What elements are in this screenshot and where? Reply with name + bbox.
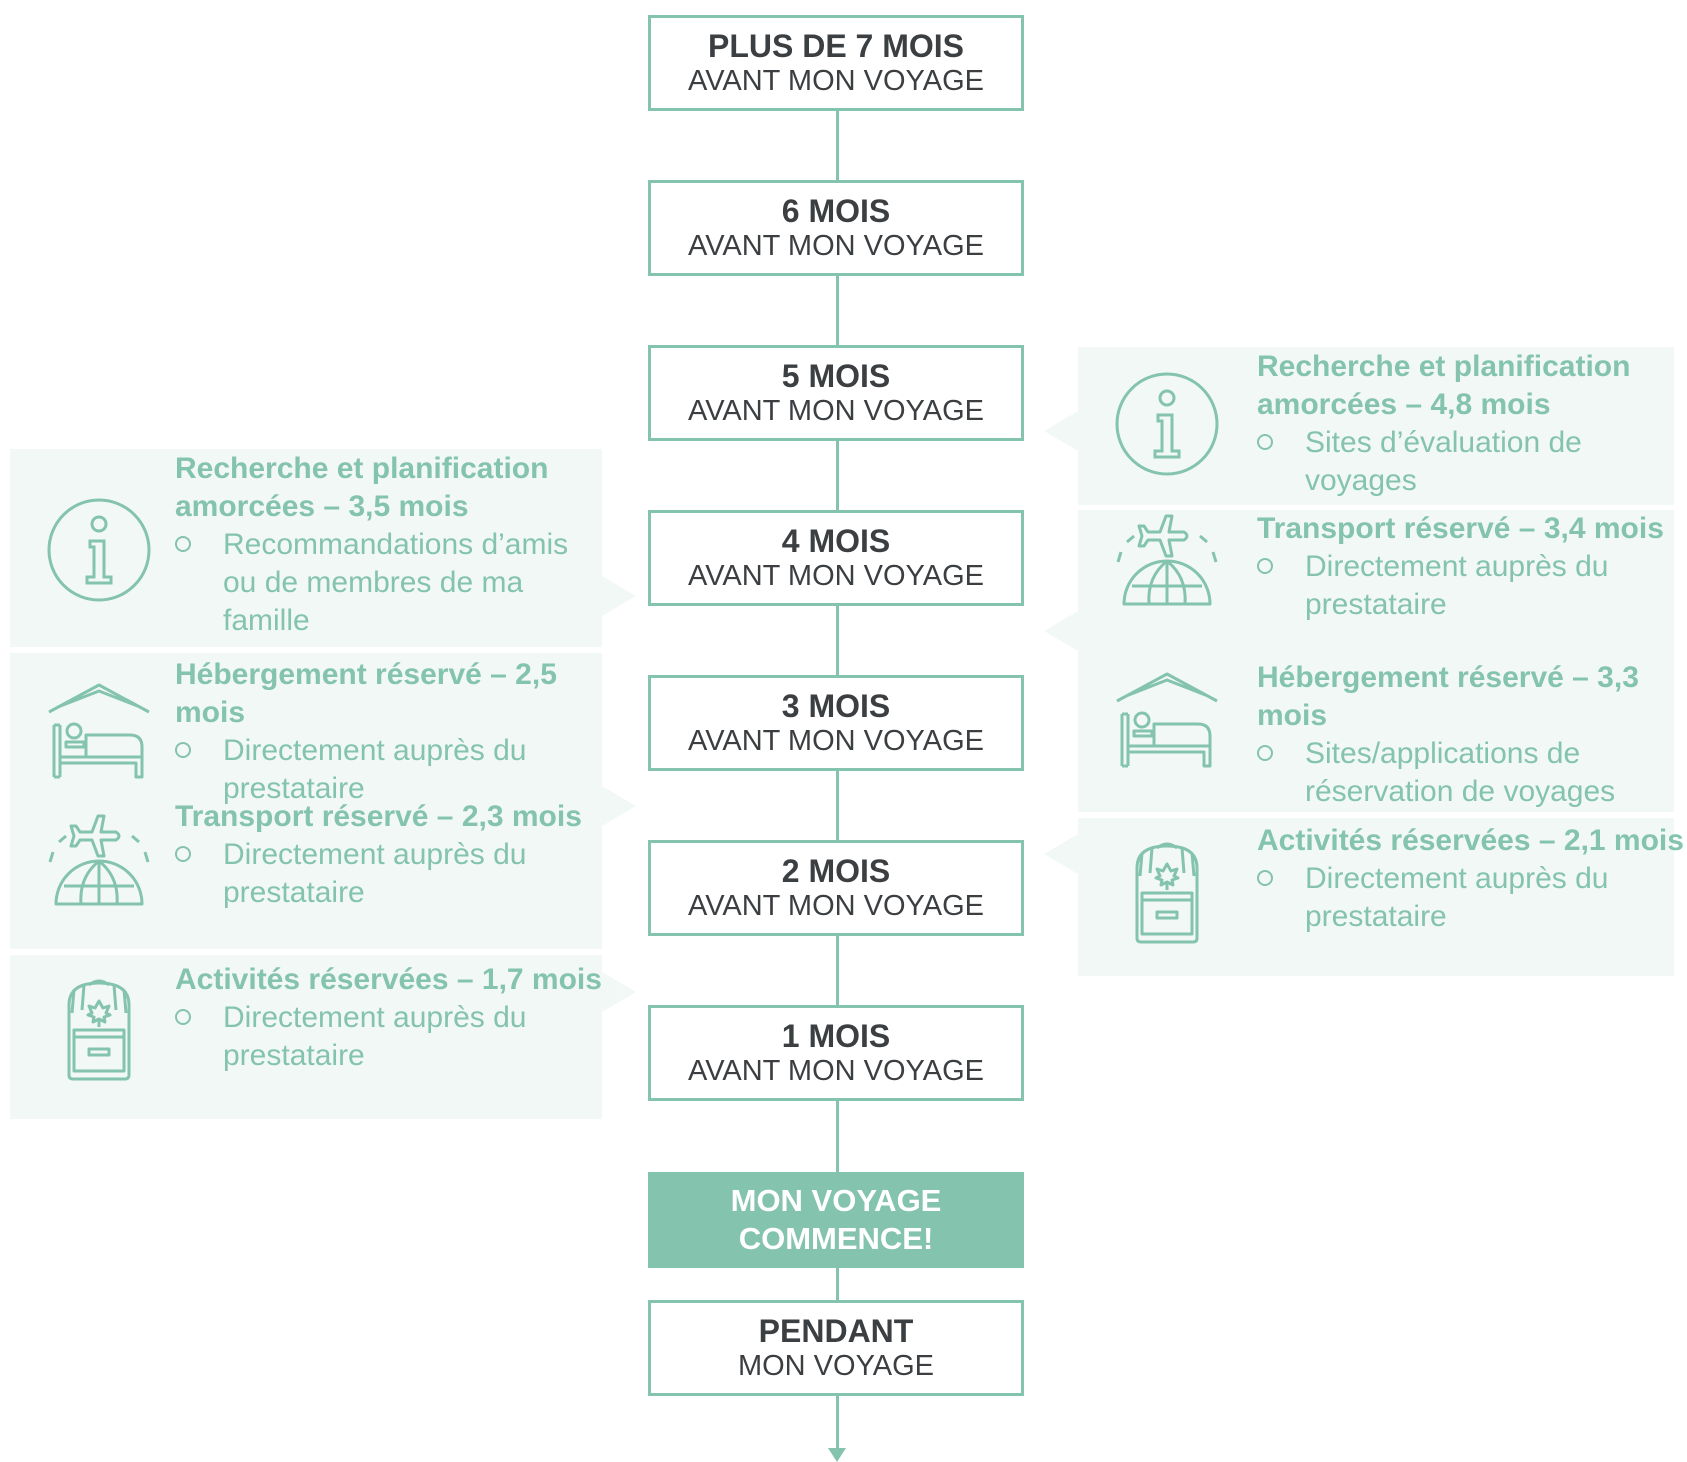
event-title: Transport réservé – 3,4 mois [1257,512,1664,545]
event-detail: Recommandations d’amis ou de membres de … [175,526,605,640]
left-event-transport: Transport réservé – 2,3 mois Directement… [175,798,605,912]
event-detail-text: Recommandations d’amis ou de membres de … [223,528,569,637]
right-panel-research [1078,347,1674,505]
backpack-icon [1112,838,1222,948]
stage-subtitle: AVANT MON VOYAGE [688,394,984,427]
trip-start-line-2: COMMENCE! [738,1221,934,1256]
bullet-icon [1257,870,1273,886]
right-event-transport: Transport réservé – 3,4 mois Directement… [1257,510,1687,624]
right-panel-activities [1078,818,1674,976]
event-detail-text: Directement auprès du prestataire [223,838,527,909]
right-panel-transport-lodging [1078,510,1674,812]
stage-title: PENDANT [758,1312,914,1349]
event-title: Transport réservé – 2,3 mois [175,800,582,833]
event-title: Hébergement réservé – 3,3 mois [1257,661,1639,732]
event-detail-text: Directement auprès du prestataire [223,734,527,805]
bullet-icon [1257,558,1273,574]
bullet-icon [175,1009,191,1025]
stage-title: 6 MOIS [781,192,891,229]
backpack-icon [44,975,154,1085]
stage-6-months: 6 MOIS AVANT MON VOYAGE [648,180,1024,276]
right-pointer-research [1044,411,1078,451]
bullet-icon [175,742,191,758]
timeline-arrow-head [828,1448,846,1462]
stage-1-month: 1 MOIS AVANT MON VOYAGE [648,1005,1024,1101]
event-detail: Sites/applications de réservation de voy… [1257,735,1687,811]
bed-icon [44,675,154,785]
right-pointer-transport [1044,611,1078,651]
plane-globe-icon [1112,512,1222,622]
event-title: Activités réservées – 1,7 mois [175,963,602,996]
left-pointer-lodging [602,786,636,826]
event-detail: Directement auprès du prestataire [175,836,605,912]
stage-during-trip: PENDANT MON VOYAGE [648,1300,1024,1396]
stage-3-months: 3 MOIS AVANT MON VOYAGE [648,675,1024,771]
left-pointer-research [602,576,636,616]
bullet-icon [175,846,191,862]
stage-2-months: 2 MOIS AVANT MON VOYAGE [648,840,1024,936]
event-detail: Directement auprès du prestataire [1257,860,1687,936]
event-title: Hébergement réservé – 2,5 mois [175,658,557,729]
event-detail: Sites d’évaluation de voyages [1257,424,1687,500]
bullet-icon [1257,745,1273,761]
left-event-research: Recherche et planification amorcées – 3,… [175,450,605,640]
event-detail: Directement auprès du prestataire [175,732,605,808]
event-detail-text: Sites/applications de réservation de voy… [1305,737,1616,808]
left-panel-research [10,449,602,647]
stage-subtitle: AVANT MON VOYAGE [688,559,984,592]
trip-start-line-1: MON VOYAGE [730,1183,942,1218]
stage-subtitle: MON VOYAGE [737,1349,935,1382]
stage-title: PLUS DE 7 MOIS [707,27,965,64]
stage-4-months: 4 MOIS AVANT MON VOYAGE [648,510,1024,606]
right-event-activities: Activités réservées – 2,1 mois Directeme… [1257,822,1687,936]
stage-title: 4 MOIS [781,522,891,559]
bullet-icon [175,536,191,552]
left-pointer-activities [602,972,636,1012]
event-detail-text: Directement auprès du prestataire [1305,862,1609,933]
event-detail-text: Directement auprès du prestataire [223,1001,527,1072]
stage-subtitle: AVANT MON VOYAGE [688,229,984,262]
plane-globe-icon [44,812,154,922]
bullet-icon [1257,434,1273,450]
timeline-line [836,110,839,1455]
stage-title: 1 MOIS [781,1017,891,1054]
event-title: Recherche et planification amorcées – 4,… [1257,350,1631,421]
left-event-lodging: Hébergement réservé – 2,5 mois Directeme… [175,656,605,808]
right-event-lodging: Hébergement réservé – 3,3 mois Sites/app… [1257,659,1687,811]
stage-subtitle: AVANT MON VOYAGE [688,724,984,757]
event-detail: Directement auprès du prestataire [1257,548,1687,624]
stage-trip-start: MON VOYAGE COMMENCE! [648,1172,1024,1268]
right-event-research: Recherche et planification amorcées – 4,… [1257,348,1687,500]
stage-title: 5 MOIS [781,357,891,394]
stage-5-months: 5 MOIS AVANT MON VOYAGE [648,345,1024,441]
stage-title: 3 MOIS [781,687,891,724]
info-icon [1112,369,1222,479]
info-icon [44,495,154,605]
stage-more-than-7-months: PLUS DE 7 MOIS AVANT MON VOYAGE [648,15,1024,111]
right-pointer-activities [1044,834,1078,874]
stage-subtitle: AVANT MON VOYAGE [688,1054,984,1087]
stage-title: 2 MOIS [781,852,891,889]
event-title: Activités réservées – 2,1 mois [1257,824,1684,857]
event-detail-text: Directement auprès du prestataire [1305,550,1609,621]
event-detail: Directement auprès du prestataire [175,999,605,1075]
event-title: Recherche et planification amorcées – 3,… [175,452,549,523]
event-detail-text: Sites d’évaluation de voyages [1305,426,1582,497]
left-panel-lodging-transport [10,653,602,949]
left-event-activities: Activités réservées – 1,7 mois Directeme… [175,961,605,1075]
stage-subtitle: AVANT MON VOYAGE [688,889,984,922]
stage-subtitle: AVANT MON VOYAGE [688,64,984,97]
bed-icon [1112,664,1222,774]
